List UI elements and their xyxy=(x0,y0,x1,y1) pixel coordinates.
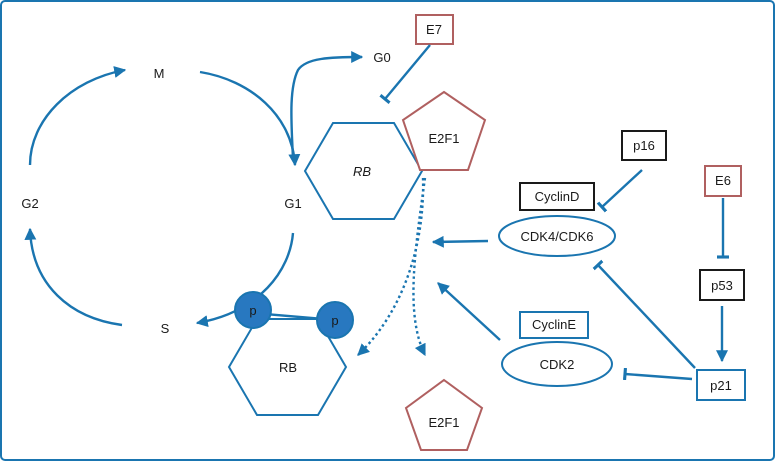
cdk2-ellipse xyxy=(501,341,613,387)
arrow-g2-to-m xyxy=(28,66,127,166)
e2f1-top-pentagon xyxy=(401,90,487,171)
arrow-s-to-g2 xyxy=(24,227,123,327)
e7-label: E7 xyxy=(426,22,442,37)
phase-g0-label: G0 xyxy=(373,50,390,65)
e6-box xyxy=(704,165,742,197)
cdk2-to-rb-arrow xyxy=(437,282,501,341)
phospho-left-label: p xyxy=(249,303,256,318)
p53-box xyxy=(699,269,745,301)
phase-m-label: M xyxy=(154,66,165,81)
p21-inhibits-cdk46 xyxy=(592,259,696,369)
phase-s-label: S xyxy=(161,321,170,336)
cdk46-to-rb-arrow xyxy=(431,235,489,248)
p16-label: p16 xyxy=(633,138,655,153)
cdk46-ellipse xyxy=(498,215,616,257)
arrow-g1-to-g0 xyxy=(290,51,364,161)
p53-label: p53 xyxy=(711,278,733,293)
e2f1-top-label: E2F1 xyxy=(428,131,459,146)
cdk2-label: CDK2 xyxy=(540,357,575,372)
phospho-right-circle xyxy=(316,301,354,339)
cyclin-e-label: CyclinE xyxy=(532,317,576,332)
phase-g2-label: G2 xyxy=(21,196,38,211)
rb-bottom-label: RB xyxy=(279,360,297,375)
e6-label: E6 xyxy=(715,173,731,188)
e7-box xyxy=(415,14,454,45)
cyclin-d-box xyxy=(519,182,595,211)
p16-box xyxy=(621,130,667,161)
p21-box xyxy=(696,369,746,401)
cyclin-d-label: CyclinD xyxy=(535,189,580,204)
phospho-right-label: p xyxy=(331,313,338,328)
cyclin-e-box xyxy=(519,311,589,339)
arrow-m-to-g1 xyxy=(199,70,301,167)
phase-g1-label: G1 xyxy=(284,196,301,211)
dotted-arrow-to-e2f1 xyxy=(412,177,427,357)
dotted-arrow-to-rb xyxy=(357,177,425,356)
e2f1-bottom-pentagon xyxy=(404,378,484,451)
e2f1-bottom-label: E2F1 xyxy=(428,415,459,430)
rb-top-hexagon xyxy=(303,122,424,220)
p21-inhibits-cdk2 xyxy=(622,367,693,381)
phospho-left-circle xyxy=(234,291,272,329)
e7-inhibition xyxy=(379,44,431,105)
p16-inhibition xyxy=(596,169,643,213)
cdk46-label: CDK4/CDK6 xyxy=(521,229,594,244)
arrow-g1-to-s xyxy=(195,232,295,328)
p21-label: p21 xyxy=(710,378,732,393)
rb-top-label: RB xyxy=(353,164,371,179)
